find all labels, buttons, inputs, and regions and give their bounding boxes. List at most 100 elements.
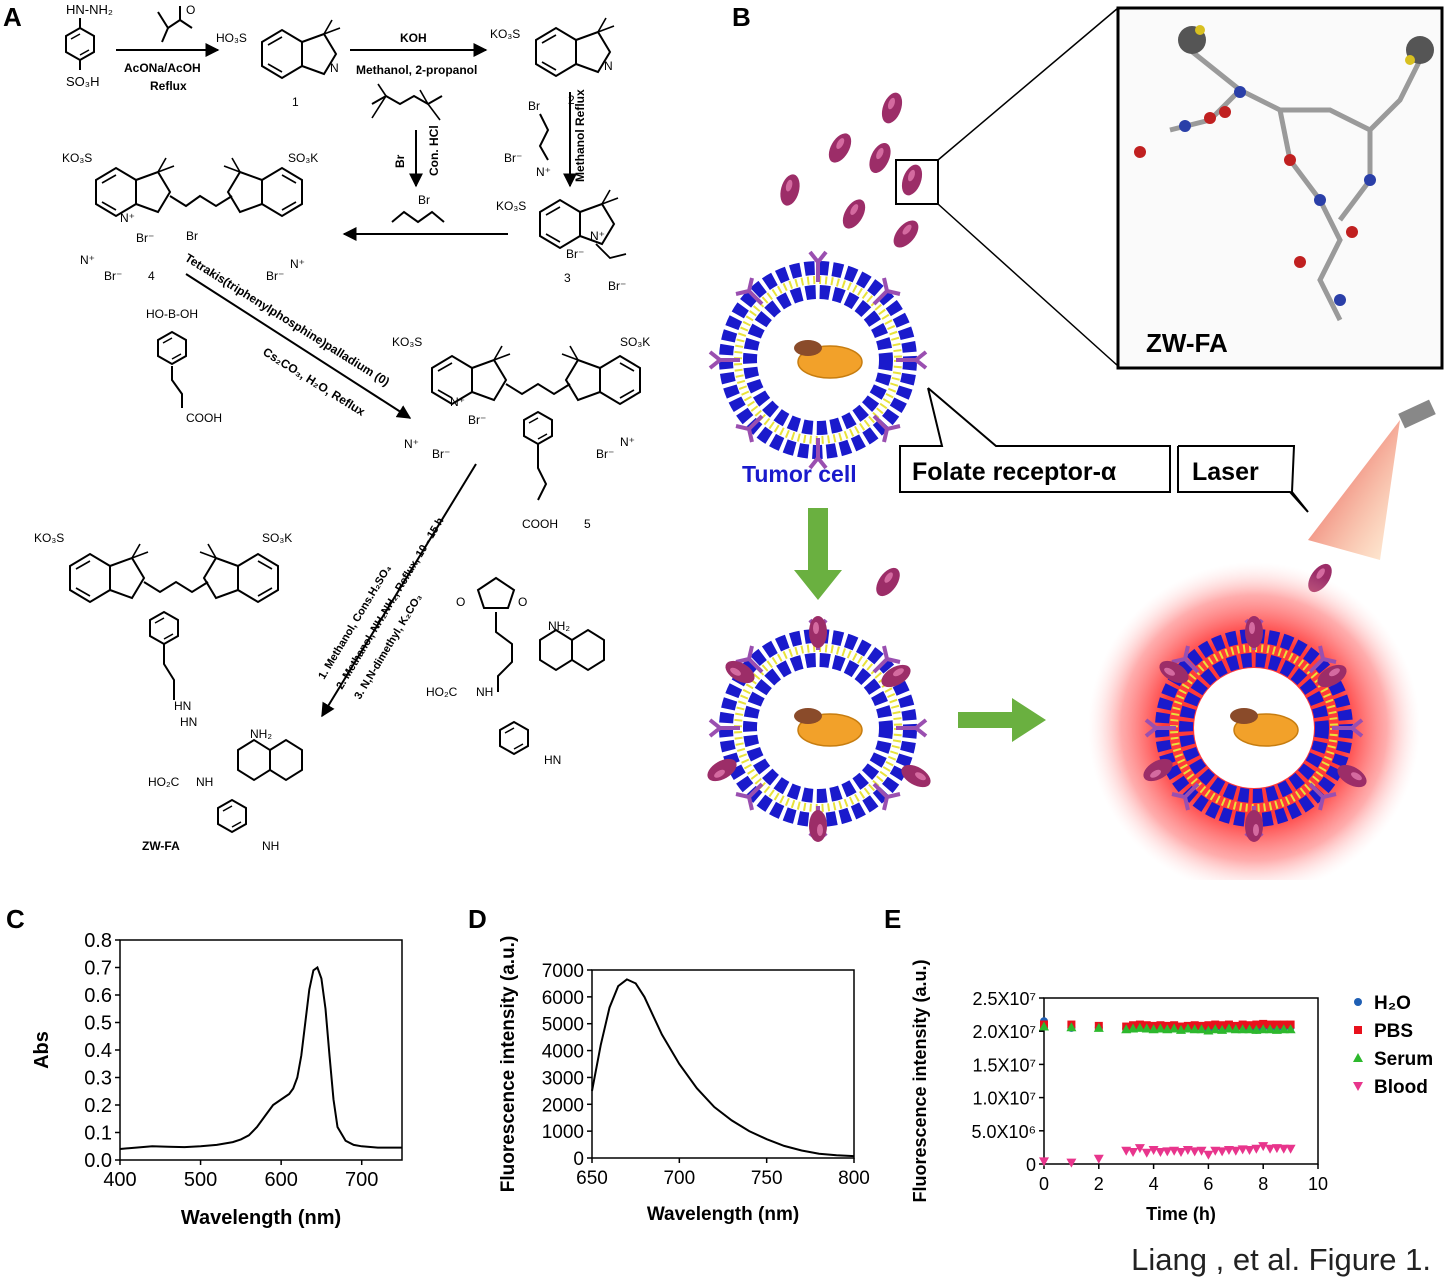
emission-series-line [591,978,855,1158]
y-tick-label: 0.4 [84,1040,112,1062]
label-3: 3 [564,271,571,285]
compound-zwfa: KO₃S SO₃K HN HN HO₂C NH NH NH₂ ZW-FA [34,531,303,853]
c5-nplus-2: N⁺ [404,437,419,451]
data-point-blood [1162,1147,1173,1157]
c5-nplus-3: N⁺ [620,435,635,449]
label-2: 2 [568,93,575,107]
y-tick-label: 3000 [542,1068,584,1089]
panel-label-d: D [468,904,487,934]
zw-ko3s: KO₃S [34,531,64,545]
laser-label: Laser [1192,458,1259,486]
step2-koh: KOH [400,31,427,45]
y-tick-label: 0 [1026,1155,1036,1175]
data-point-serum [1155,1023,1166,1033]
data-point-serum [1189,1024,1200,1034]
c4-nplus-3: N⁺ [290,257,305,271]
final-step-2: 2. Methanol, NH₂NH₂, Reflux, 10 - 15 h [334,515,446,691]
reagent-methanol-reflux: Methanol Reflux [573,89,587,182]
zw-nh: NH [196,775,213,789]
bromomal-br: Br [418,193,430,207]
data-point-serum [1039,1021,1049,1031]
x-tick-label: 8 [1258,1174,1268,1194]
folate-hooc: HO₂C [426,685,458,699]
tumor-cell-before [710,252,926,468]
zw-hooc: HO₂C [148,775,180,789]
plot-frame [591,969,855,1159]
legend-marker [1353,1082,1363,1091]
y-tick-label: 0.2 [84,1095,112,1117]
compound-bromopropylamine: Br Br⁻ N⁺ [504,99,551,179]
y-tick-label: 2000 [542,1095,584,1116]
plot-frame [119,939,403,1161]
reagent-br2: Br [393,154,407,168]
data-point-blood [1285,1144,1296,1154]
laser-callout: Laser [1177,445,1309,513]
y-tick-label: 0.3 [84,1068,112,1090]
nhs-o1: O [456,595,465,609]
c3-nplus: N⁺ [590,229,605,243]
x-tick-label: 10 [1308,1174,1328,1194]
y-tick-label: 0.8 [84,930,112,952]
ketone-o: O [186,3,195,17]
data-point-serum [1237,1024,1248,1034]
c3-brminus-2: Br⁻ [608,279,626,293]
plot-frame [1043,997,1319,1165]
compound-5: KO₃S SO₃K COOH 5 N⁺ Br⁻ N⁺ Br⁻ Br⁻ N⁺ [392,335,650,531]
data-point-blood [1039,1157,1049,1167]
x-tick-label: 650 [576,1168,608,1189]
compound-acetal [371,83,443,121]
compound-4: KO₃S SO₃K Br N⁺ Br⁻ N⁺ Br⁻ 4 Br⁻ N⁺ [62,151,318,283]
x-tick-label: 600 [264,1169,297,1191]
data-point-blood [1128,1148,1139,1158]
x-tick-label: 4 [1149,1174,1159,1194]
boronic-label: HO‑B‑OH [146,307,198,321]
data-point-blood [1066,1158,1077,1168]
label-5: 5 [584,517,591,531]
bpa-br: Br [528,99,540,113]
compound-boronic-acid: HO‑B‑OH COOH [146,307,222,425]
tumor-cell-label: Tumor cell [742,461,857,487]
data-point-serum [1223,1023,1234,1033]
data-point-serum [1128,1023,1139,1033]
y-tick-label: 0.1 [84,1123,112,1145]
y-tick-label: 2.0X10⁷ [972,1022,1036,1042]
c4-nplus-2: N⁺ [80,253,95,267]
data-point-serum [1244,1024,1255,1034]
panel-label-c: C [6,904,25,934]
y-tick-label: 1000 [542,1122,584,1143]
synthesis-scheme: HN‑NH₂ SO₃H O AcONa/AcOH Reflux HO₃S N 1… [34,2,650,853]
x-tick-label: 400 [103,1169,136,1191]
step2-solvent: Methanol, 2-propanol [356,63,477,77]
data-point-serum [1148,1024,1159,1034]
c5-so3k: SO₃K [620,335,650,349]
panel-label-e: E [884,904,902,934]
x-axis-label: Time (h) [1146,1204,1216,1224]
y-tick-label: 7000 [542,961,584,982]
x-axis-label: Wavelength (nm) [181,1207,341,1229]
zw-hn: HN [174,699,191,713]
data-point-blood [1217,1147,1228,1157]
label-4: 4 [148,269,155,283]
compound-1: HO₃S N 1 [216,19,341,109]
panel-label-b: B [732,2,751,32]
data-point-blood [1176,1148,1186,1158]
arrow-down [794,508,842,600]
x-tick-label: 500 [184,1169,217,1191]
data-point-blood [1134,1144,1145,1154]
data-point-blood [1141,1148,1152,1158]
legend-marker [1354,998,1362,1006]
y-tick-label: 1.5X10⁷ [972,1055,1036,1075]
zw-nh-2: NH [262,839,279,853]
hydrazine-label: HN‑NH₂ [66,2,113,17]
data-point-pbs [1204,1021,1213,1030]
y-tick-label: 0.5 [84,1013,112,1035]
c5-brminus-2: Br⁻ [432,447,450,461]
y-tick-label: 0.6 [84,985,112,1007]
data-point-serum [1162,1024,1173,1034]
folate-nh2: NH₂ [548,619,570,633]
data-point-blood [1265,1144,1276,1154]
reagent-hcl: Con. HCl [427,125,441,176]
c3-brminus: Br⁻ [566,247,584,261]
